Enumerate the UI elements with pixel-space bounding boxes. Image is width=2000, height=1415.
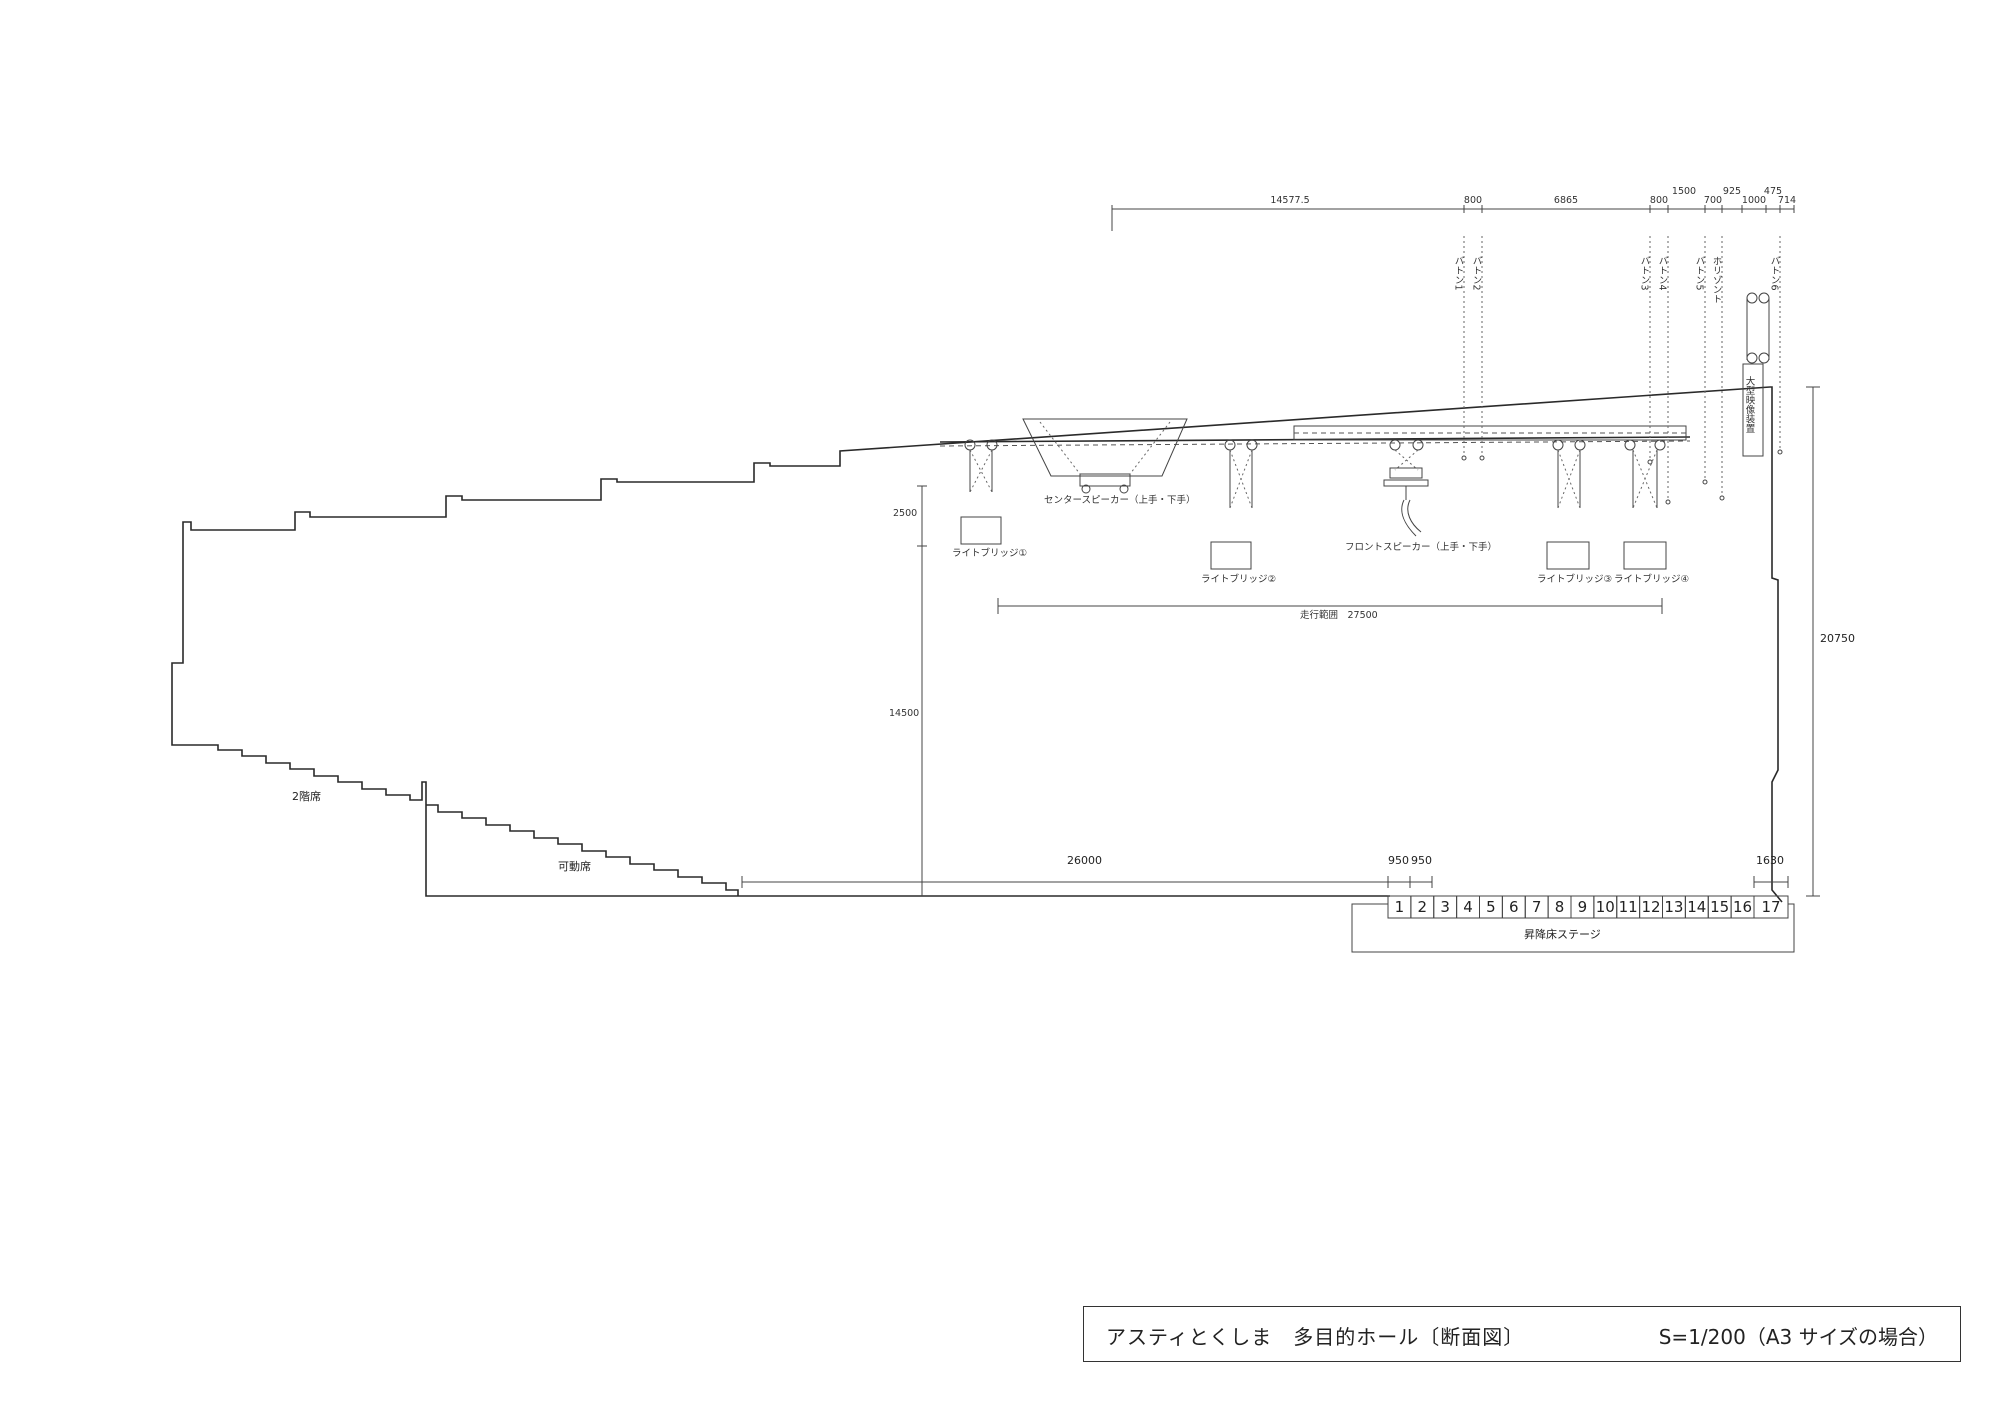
dim-1630: 1630 xyxy=(1756,854,1784,867)
light-bridge-3 xyxy=(1546,439,1590,570)
stage-cell-number: 5 xyxy=(1486,898,1496,916)
second-floor-label: 2階席 xyxy=(292,789,321,803)
light-bridge-2-label: ライトブリッジ② xyxy=(1201,573,1276,585)
batten-label: バトン2 xyxy=(1471,256,1483,291)
batten-label: バトン5 xyxy=(1694,256,1706,291)
light-bridge-4-label: ライトブリッジ④ xyxy=(1614,573,1689,585)
dim-14500: 14500 xyxy=(889,708,919,719)
large-screen-device xyxy=(1742,292,1770,457)
dim-950-b: 950 xyxy=(1411,854,1432,867)
top-dimension-value: 1000 xyxy=(1742,195,1766,206)
stage-cell-number: 16 xyxy=(1733,898,1752,916)
stage-cell-number: 3 xyxy=(1440,898,1450,916)
front-speaker xyxy=(1383,439,1429,537)
top-dimension-value: 700 xyxy=(1704,195,1722,206)
stage-cell-number: 1 xyxy=(1395,898,1405,916)
light-bridge-1-label: ライトブリッジ① xyxy=(952,547,1027,559)
stage-cell-box xyxy=(1753,895,1789,919)
movable-seats-label: 可動席 xyxy=(558,859,591,873)
batten-label: ホリゾント xyxy=(1711,256,1723,304)
top-dimension-value: 925 xyxy=(1723,186,1741,197)
floor-dimension-26000 xyxy=(741,876,1789,888)
dim-2500: 2500 xyxy=(893,508,917,519)
top-dimension-value: 6865 xyxy=(1554,195,1578,206)
stage-cell-number: 11 xyxy=(1619,898,1638,916)
batten-lines xyxy=(1461,236,1783,505)
stage-cell-number: 8 xyxy=(1555,898,1565,916)
drawing-scale: S=1/200（A3 サイズの場合） xyxy=(1658,1325,1938,1349)
batten-label: バトン1 xyxy=(1453,256,1465,291)
top-dimension-line xyxy=(1111,205,1795,231)
top-dimension-value: 475 xyxy=(1764,186,1782,197)
hall-outline xyxy=(182,386,1783,903)
stage-cell-number: 13 xyxy=(1664,898,1683,916)
light-bridge-3-label: ライトブリッジ③ xyxy=(1537,573,1612,585)
batten-label: バトン4 xyxy=(1657,256,1669,291)
stage-cell-number: 12 xyxy=(1642,898,1661,916)
light-bridge-4 xyxy=(1623,439,1667,570)
height-dimension-20750 xyxy=(1806,386,1820,897)
light-bridge-2 xyxy=(1210,439,1258,570)
drawing-title: アスティとくしま 多目的ホール〔断面図〕 xyxy=(1106,1325,1525,1349)
dim-950-a: 950 xyxy=(1388,854,1409,867)
light-bridge-1 xyxy=(960,439,1002,545)
top-dimension-value: 1500 xyxy=(1672,186,1696,197)
top-dimension-value: 14577.5 xyxy=(1270,195,1309,206)
stage-label: 昇降床ステージ xyxy=(1524,927,1601,941)
stage-cell-number: 15 xyxy=(1710,898,1729,916)
top-dimension-value: 800 xyxy=(1464,195,1482,206)
stage-cell-number: 4 xyxy=(1463,898,1473,916)
batten-label: バトン3 xyxy=(1639,256,1651,291)
stage-cell-number: 7 xyxy=(1532,898,1542,916)
stage-cell-number: 10 xyxy=(1596,898,1615,916)
center-speaker-cluster xyxy=(1022,418,1188,477)
front-speaker-label: フロントスピーカー（上手・下手） xyxy=(1345,541,1497,553)
dim-20750: 20750 xyxy=(1820,632,1855,645)
travel-range-dimension xyxy=(997,598,1663,614)
travel-range-label: 走行範囲 27500 xyxy=(1300,609,1378,621)
stage-cell-number: 17 xyxy=(1761,898,1780,916)
title-block: アスティとくしま 多目的ホール〔断面図〕 S=1/200（A3 サイズの場合） xyxy=(1083,1306,1961,1362)
rear-wall xyxy=(171,532,1390,897)
stage-cell-number: 2 xyxy=(1418,898,1428,916)
movable-seats-outline xyxy=(426,804,739,896)
stage-cell-number: 9 xyxy=(1578,898,1588,916)
batten-label: バトン6 xyxy=(1769,256,1781,291)
dim-26000: 26000 xyxy=(1067,854,1102,867)
height-dimension-14500 xyxy=(917,485,927,896)
batten-labels: バトン1 バトン2 バトン3 バトン4 バトン5 ホリゾント バトン6 xyxy=(1453,256,1781,304)
center-speaker-label: センタースピーカー（上手・下手） xyxy=(1044,494,1196,506)
stage-cell-number: 6 xyxy=(1509,898,1519,916)
screen-label: 大型映像装置 xyxy=(1744,375,1756,433)
stage-cell-number: 14 xyxy=(1687,898,1706,916)
top-dimension-value: 800 xyxy=(1650,195,1668,206)
top-dimension-value: 714 xyxy=(1778,195,1796,206)
